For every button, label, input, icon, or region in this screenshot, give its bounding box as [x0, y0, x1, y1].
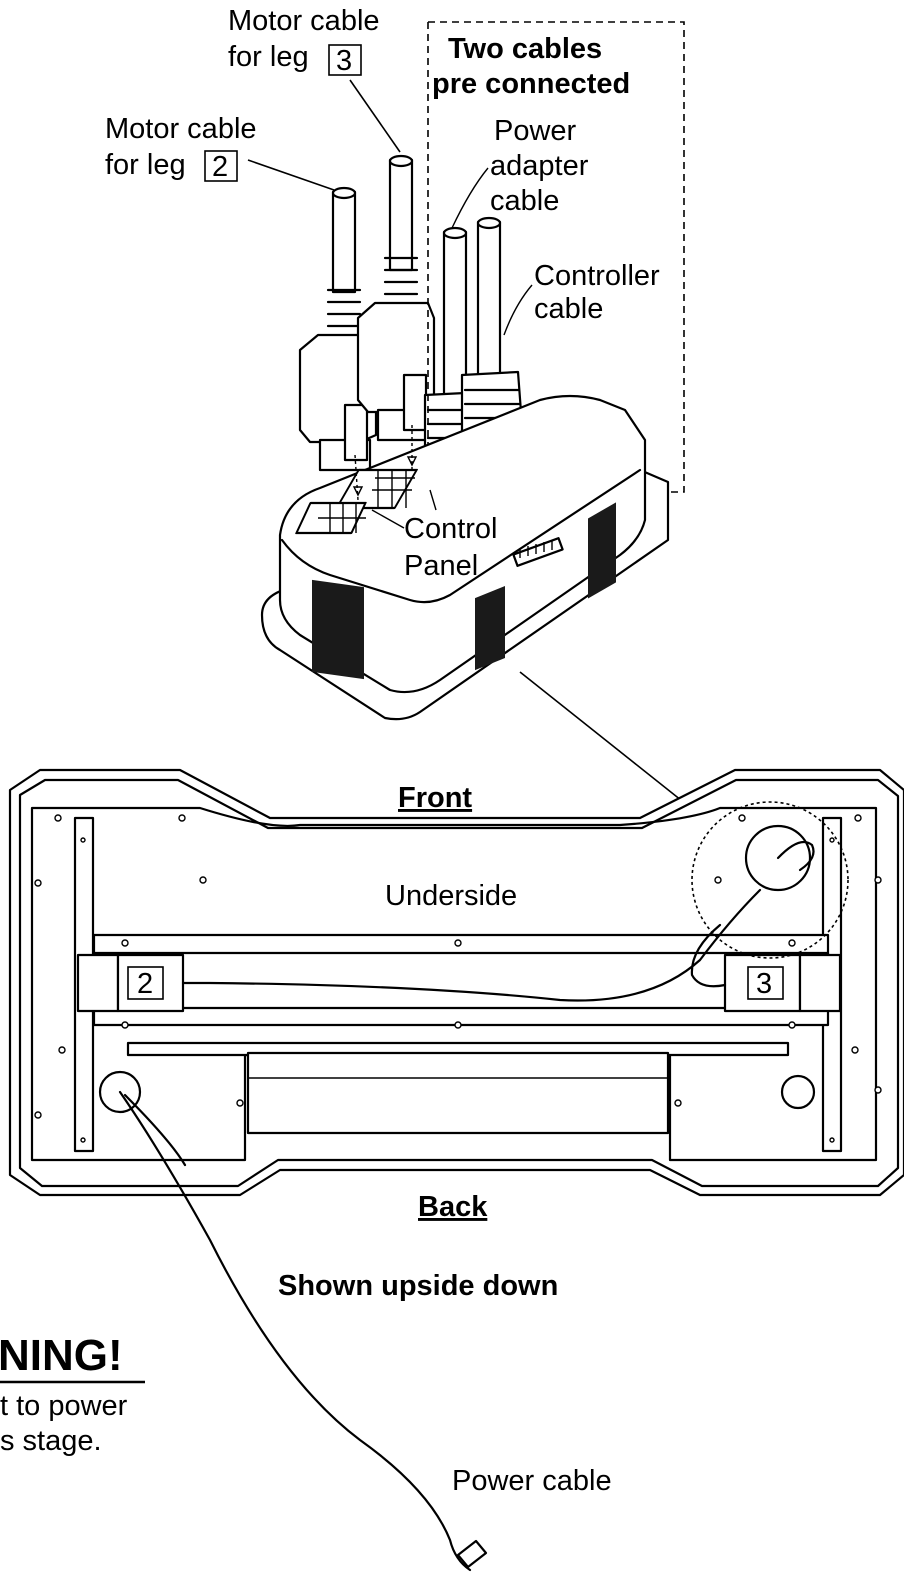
leg2-box-label: 2 — [137, 968, 153, 1000]
motor-cable-leg3-plug — [356, 154, 436, 442]
warning-line2: s stage. — [0, 1425, 102, 1457]
precon-label-line2: pre connected — [432, 68, 630, 100]
controller-label-line1: Controller — [534, 260, 660, 292]
precon-label-line1: Two cables — [448, 33, 602, 65]
front-label: Front — [398, 782, 472, 814]
power-adapter-label-line2: adapter — [490, 150, 589, 182]
controller-label-line2: cable — [534, 293, 603, 325]
leg3-box-label: 3 — [756, 968, 772, 1000]
desk-underside — [8, 768, 904, 1572]
underside-label: Underside — [385, 880, 517, 912]
power-cable-label: Power cable — [452, 1465, 612, 1497]
power-adapter-label-line3: cable — [490, 185, 559, 217]
control-panel-label-line1: Control — [404, 513, 498, 545]
leg3-number-box: 3 — [336, 45, 352, 77]
motor-cable-leg3-label-line2: for leg — [228, 41, 309, 73]
motor-cable-leg2-label-line1: Motor cable — [105, 113, 257, 145]
power-adapter-label-line1: Power — [494, 115, 577, 147]
warning-line1: t to power — [0, 1390, 128, 1422]
motor-cable-leg3-label-line1: Motor cable — [228, 5, 380, 37]
preconnected-dashed-outline — [427, 21, 685, 493]
control-panel-label-line2: Panel — [404, 550, 478, 582]
control-panel-box — [260, 394, 670, 721]
shown-upside-down-label: Shown upside down — [278, 1270, 558, 1302]
back-label: Back — [418, 1191, 488, 1223]
motor-cable-leg2-plug — [298, 186, 378, 472]
leg2-number-box: 2 — [212, 151, 228, 183]
warning-title: NING! — [0, 1331, 123, 1380]
motor-cable-leg2-label-line2: for leg — [105, 149, 186, 181]
